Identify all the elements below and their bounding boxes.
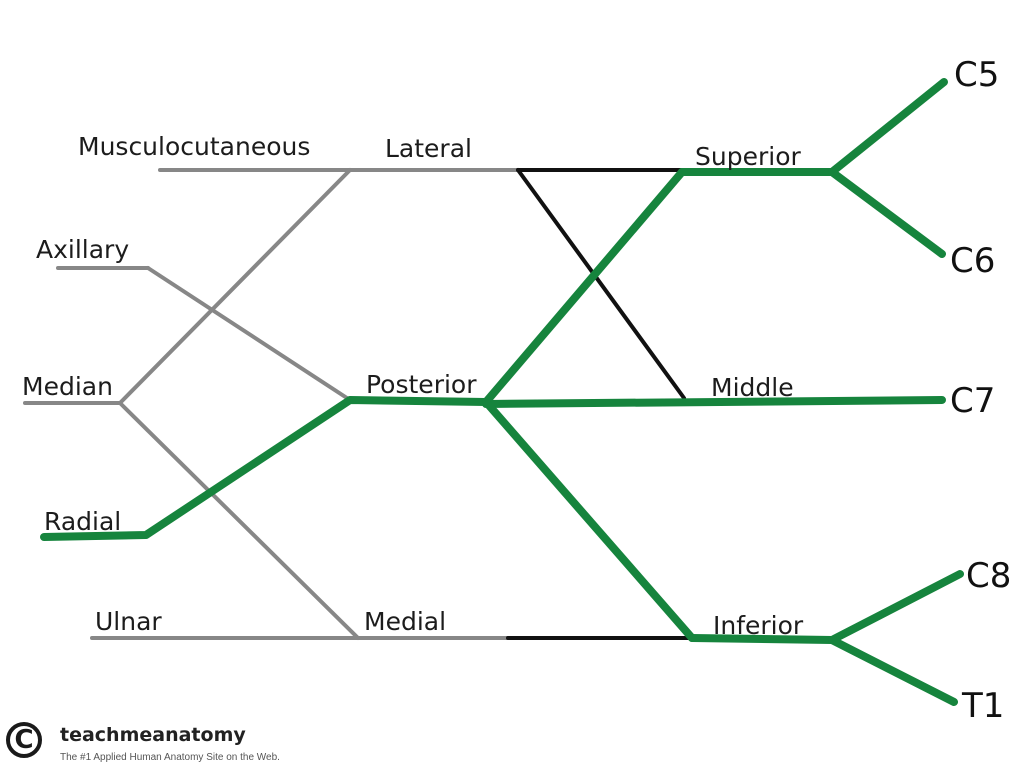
superior-to-c5-line (828, 78, 948, 176)
label-lateral: Lateral (385, 134, 472, 163)
teachmeanatomy-logo: C teachmeanatomy The #1 Applied Human An… (6, 722, 336, 766)
posterior-to-superior-line (482, 168, 686, 406)
branch-labels: Musculocutaneous Axillary Median Radial … (22, 132, 310, 636)
root-labels: C5 C6 C7 C8 T1 (950, 55, 1011, 726)
label-posterior: Posterior (366, 370, 477, 399)
brand-tagline: The #1 Applied Human Anatomy Site on the… (60, 752, 280, 763)
label-medial: Medial (364, 607, 446, 636)
inferior-to-c8-line (828, 570, 964, 644)
superior-to-c6-line (828, 168, 946, 258)
label-c5: C5 (954, 55, 999, 95)
lateral-to-middle-line (516, 168, 686, 400)
cord-labels: Lateral Posterior Medial (364, 134, 477, 636)
label-axillary: Axillary (36, 235, 129, 264)
posterior-to-inferior-line (482, 398, 696, 642)
label-c8: C8 (966, 556, 1011, 596)
label-inferior: Inferior (713, 611, 804, 640)
trunk-labels: Superior Middle Inferior (695, 142, 804, 640)
radial-to-posterior-line (40, 396, 490, 541)
green-pathway (40, 78, 964, 706)
label-median: Median (22, 372, 113, 401)
posterior-to-c7-line (482, 396, 946, 408)
label-middle: Middle (711, 373, 794, 402)
label-superior: Superior (695, 142, 801, 171)
inferior-trunk-line (688, 634, 836, 644)
median-to-lateral-line (118, 168, 352, 405)
label-musculocutaneous: Musculocutaneous (78, 132, 310, 161)
black-connections (506, 168, 694, 640)
median-to-medial-line (118, 401, 360, 640)
label-c6: C6 (950, 241, 995, 281)
copyright-icon: C (6, 722, 42, 758)
label-c7: C7 (950, 381, 995, 421)
inferior-to-t1-line (828, 636, 958, 706)
label-t1: T1 (961, 686, 1004, 726)
brand-name: teachmeanatomy (60, 724, 246, 746)
gray-connections (23, 168, 520, 640)
axillary-to-posterior-line (146, 266, 352, 402)
label-radial: Radial (44, 507, 121, 536)
label-ulnar: Ulnar (95, 607, 162, 636)
